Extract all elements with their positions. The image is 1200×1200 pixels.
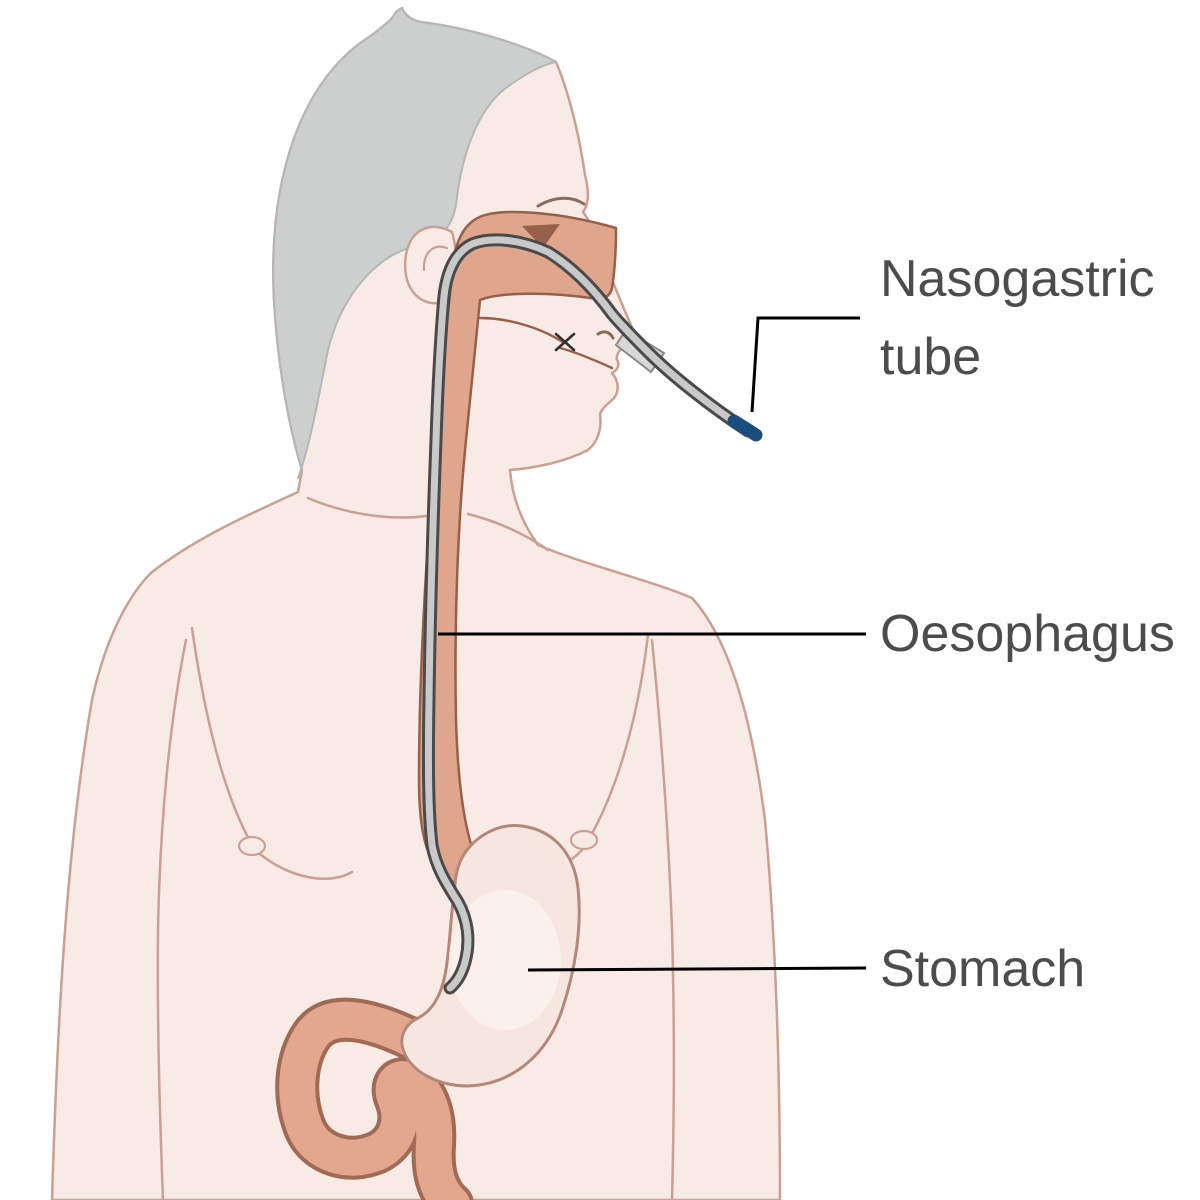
intestine <box>275 997 474 1200</box>
eyebrow <box>536 196 586 208</box>
nasogastric-tube <box>421 233 763 995</box>
tongue-line <box>478 316 566 345</box>
left-inner-arm-line <box>156 638 188 1200</box>
left-nipple <box>237 835 267 857</box>
stomach-leader-line <box>527 966 867 972</box>
ear-inner-line <box>422 245 449 272</box>
epiglottis-x-mark <box>554 332 576 352</box>
label-nasogastric-line2: tube <box>880 328 981 386</box>
tube-tip <box>727 414 763 442</box>
labels: Nasogastric tube Oesophagus Stomach <box>880 250 1175 998</box>
mouth-interior-line <box>558 346 614 370</box>
right-nipple <box>569 829 599 851</box>
left-pectoral-line <box>190 626 354 880</box>
nostril-line <box>596 330 615 340</box>
right-inner-arm-line <box>650 638 676 1200</box>
stomach-highlight <box>449 890 561 1030</box>
label-oesophagus: Oesophagus <box>880 605 1175 663</box>
duodenum <box>279 1001 470 1200</box>
left-clavicle-line <box>306 496 440 519</box>
label-nasogastric-line1: Nasogastric <box>880 250 1155 308</box>
nasogastric-leader-line <box>750 316 860 413</box>
leader-lines <box>438 316 867 972</box>
right-clavicle-line <box>466 512 550 552</box>
tube-body <box>424 236 752 992</box>
stomach <box>400 823 581 1088</box>
label-stomach: Stomach <box>880 940 1085 998</box>
nasal-turbinate-detail <box>522 224 560 248</box>
